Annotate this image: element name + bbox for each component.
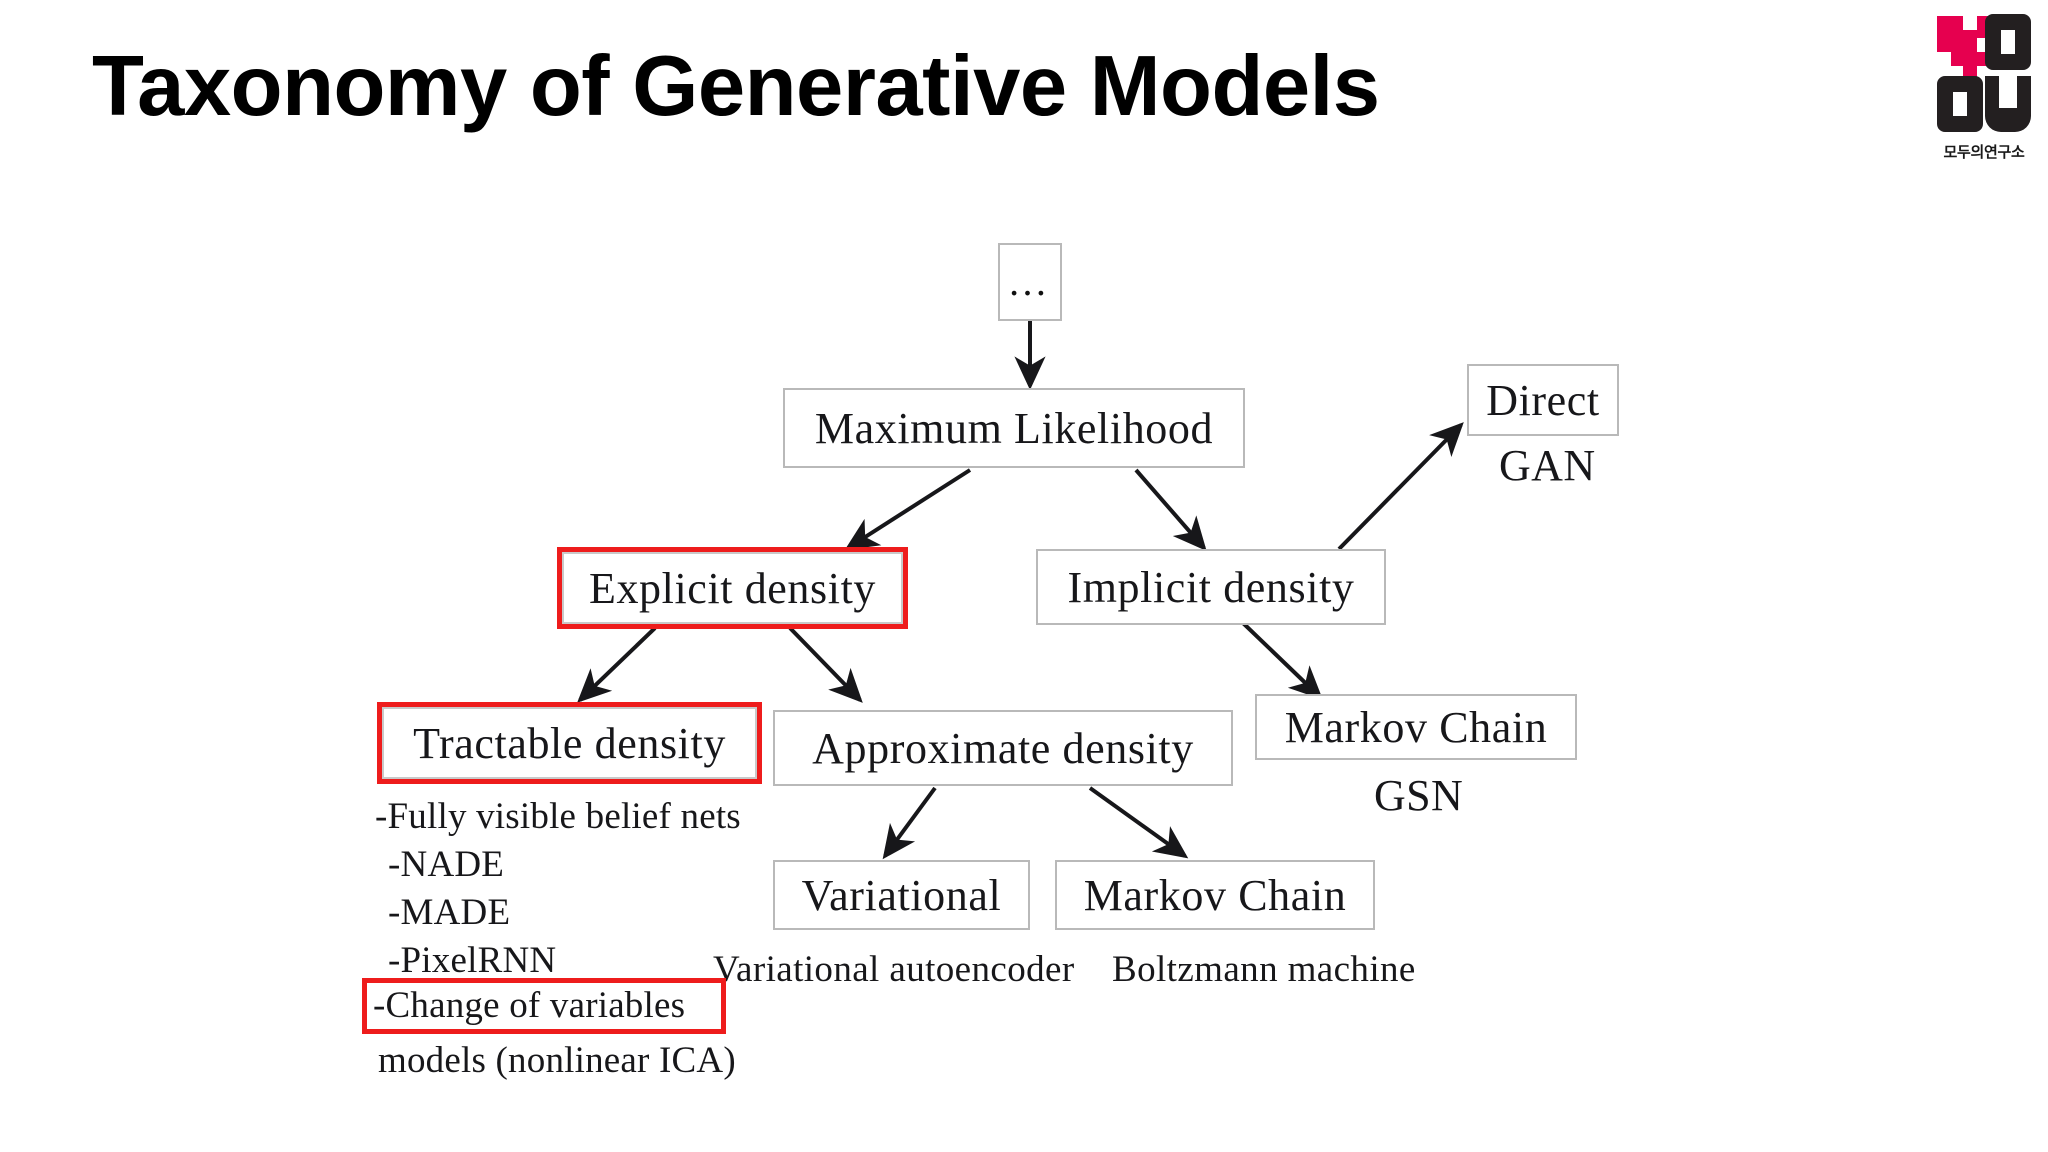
node-markov-chain-right[interactable]: Markov Chain <box>1255 694 1577 760</box>
node-variational[interactable]: Variational <box>773 860 1030 930</box>
node-explicit-density[interactable]: Explicit density <box>557 547 908 629</box>
node-implicit-density[interactable]: Implicit density <box>1036 549 1386 625</box>
tractable-example-fully-visible-belief-nets: -Fully visible belief nets <box>375 796 741 837</box>
logo-caption: 모두의연구소 <box>1943 143 2025 161</box>
node-direct[interactable]: Direct <box>1467 364 1619 436</box>
node-approximate-density[interactable]: Approximate density <box>773 710 1233 786</box>
tractable-example-nonlinear-ica-models: models (nonlinear ICA) <box>378 1040 736 1081</box>
node-variational-label: Variational <box>801 870 1002 920</box>
edge-implicit-density-to-markov-chain-right <box>1241 621 1323 700</box>
modulabs-logo: 모두의연구소 <box>1925 8 2043 178</box>
page-title: Taxonomy of Generative Models <box>92 39 1380 134</box>
node-markov-chain-bottom-label: Markov Chain <box>1083 870 1347 920</box>
node-maximum-likelihood-label: Maximum Likelihood <box>814 403 1214 453</box>
edge-maximum-likelihood-to-explicit-density <box>844 468 972 551</box>
edge-approximate-density-to-markov-chain-bottom <box>1088 786 1189 859</box>
node-explicit-density-label: Explicit density <box>588 563 876 613</box>
annotation-gan: GAN <box>1499 441 1596 490</box>
tractable-example-nade: -NADE <box>388 844 505 885</box>
annotation-gsn: GSN <box>1374 771 1464 820</box>
modulabs-logo-mark <box>1937 14 2031 132</box>
tractable-example-made: -MADE <box>388 892 511 933</box>
node-root-label: … <box>1007 259 1053 304</box>
node-direct-label: Direct <box>1486 375 1600 425</box>
annotation-boltzmann-machine: Boltzmann machine <box>1112 949 1416 990</box>
edge-maximum-likelihood-to-implicit-density <box>1134 468 1207 552</box>
node-approximate-density-label: Approximate density <box>812 723 1194 773</box>
edge-approximate-density-to-variational <box>882 786 937 860</box>
node-tractable-density[interactable]: Tractable density <box>377 702 762 784</box>
node-markov-chain-right-label: Markov Chain <box>1284 702 1548 752</box>
annotation-variational-autoencoder: Variational autoencoder <box>713 949 1075 990</box>
node-implicit-density-label: Implicit density <box>1067 562 1355 612</box>
edge-explicit-density-to-tractable-density <box>577 626 657 703</box>
edge-explicit-density-to-approximate-density <box>788 626 863 703</box>
node-tractable-density-label: Tractable density <box>413 718 726 768</box>
node-maximum-likelihood[interactable]: Maximum Likelihood <box>783 388 1245 468</box>
node-markov-chain-bottom[interactable]: Markov Chain <box>1055 860 1375 930</box>
tractable-example-change-of-variables: -Change of variables <box>362 978 726 1034</box>
edge-implicit-density-to-direct <box>1337 422 1464 551</box>
tractable-example-pixelrnn: -PixelRNN <box>388 940 557 981</box>
node-root[interactable]: … <box>998 243 1062 321</box>
